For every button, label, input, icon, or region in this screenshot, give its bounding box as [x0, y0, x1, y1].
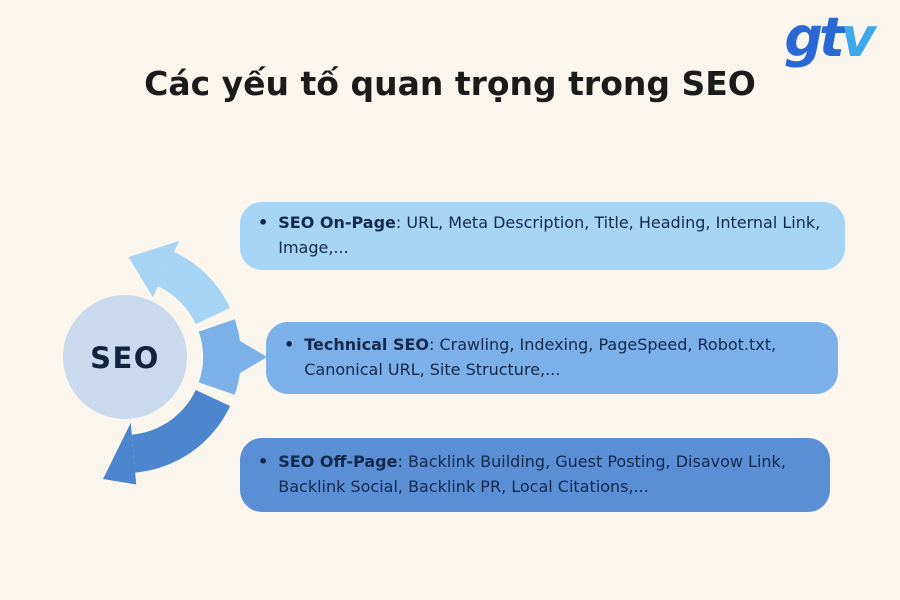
off-page-text: SEO Off-Page: Backlink Building, Guest P…	[278, 450, 808, 500]
off-page-detail: : Backlink Building, Guest Posting, Disa…	[278, 452, 786, 496]
on-page-text: SEO On-Page: URL, Meta Description, Titl…	[278, 211, 823, 261]
technical-label: Technical SEO	[304, 335, 430, 355]
on-page-row: • SEO On-Page: URL, Meta Description, Ti…	[258, 211, 823, 261]
bullet: •	[284, 335, 295, 355]
logo-text-main: gt	[784, 6, 845, 69]
arc-segment-off-page	[131, 390, 231, 473]
seo-center-label: SEO	[90, 341, 160, 375]
technical-row: • Technical SEO: Crawling, Indexing, Pag…	[284, 333, 816, 383]
bullet: •	[258, 452, 269, 472]
on-page-detail: : URL, Meta Description, Title, Heading,…	[278, 213, 821, 257]
arc-segment-on-page	[158, 251, 231, 324]
technical-box: • Technical SEO: Crawling, Indexing, Pag…	[266, 322, 838, 394]
off-page-label: SEO Off-Page	[278, 452, 398, 472]
technical-text: Technical SEO: Crawling, Indexing, PageS…	[304, 333, 816, 383]
page-title: Các yếu tố quan trọng trong SEO	[144, 64, 756, 103]
bullet: •	[258, 213, 269, 233]
seo-wheel-diagram: SEO	[63, 241, 267, 485]
on-page-label: SEO On-Page	[278, 213, 396, 233]
off-page-row: • SEO Off-Page: Backlink Building, Guest…	[258, 450, 808, 500]
gtv-logo: gtv	[784, 6, 876, 69]
arrow-up-left-icon	[128, 241, 180, 298]
on-page-box: • SEO On-Page: URL, Meta Description, Ti…	[240, 202, 845, 270]
arc-segment-technical	[198, 319, 267, 395]
arrow-down-left-icon	[103, 422, 137, 485]
technical-detail: : Crawling, Indexing, PageSpeed, Robot.t…	[304, 335, 777, 379]
seo-center-circle	[63, 295, 187, 419]
off-page-box: • SEO Off-Page: Backlink Building, Guest…	[240, 438, 830, 512]
logo-text-accent: v	[840, 6, 876, 69]
